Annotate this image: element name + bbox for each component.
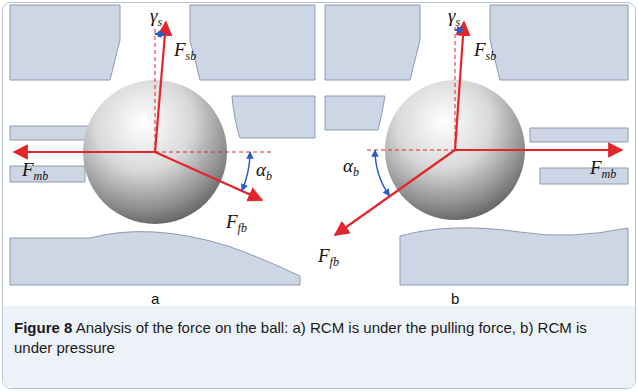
angle-label: γs xyxy=(150,6,162,28)
panel-letter: a xyxy=(151,291,159,306)
figure-caption: Figure 8 Analysis of the force on the ba… xyxy=(14,318,620,359)
force-label: Ffb xyxy=(318,246,339,268)
force-label: Fmb xyxy=(590,158,616,180)
angle-label: γs xyxy=(448,6,460,28)
force-label: Fsb xyxy=(474,40,496,62)
force-label: Fmb xyxy=(22,160,48,182)
force-label: Ffb xyxy=(226,212,247,234)
angle-label: αb xyxy=(256,160,272,182)
force-label: Fsb xyxy=(174,40,196,62)
angle-label: αb xyxy=(343,156,359,178)
panel-letter: b xyxy=(451,291,459,306)
